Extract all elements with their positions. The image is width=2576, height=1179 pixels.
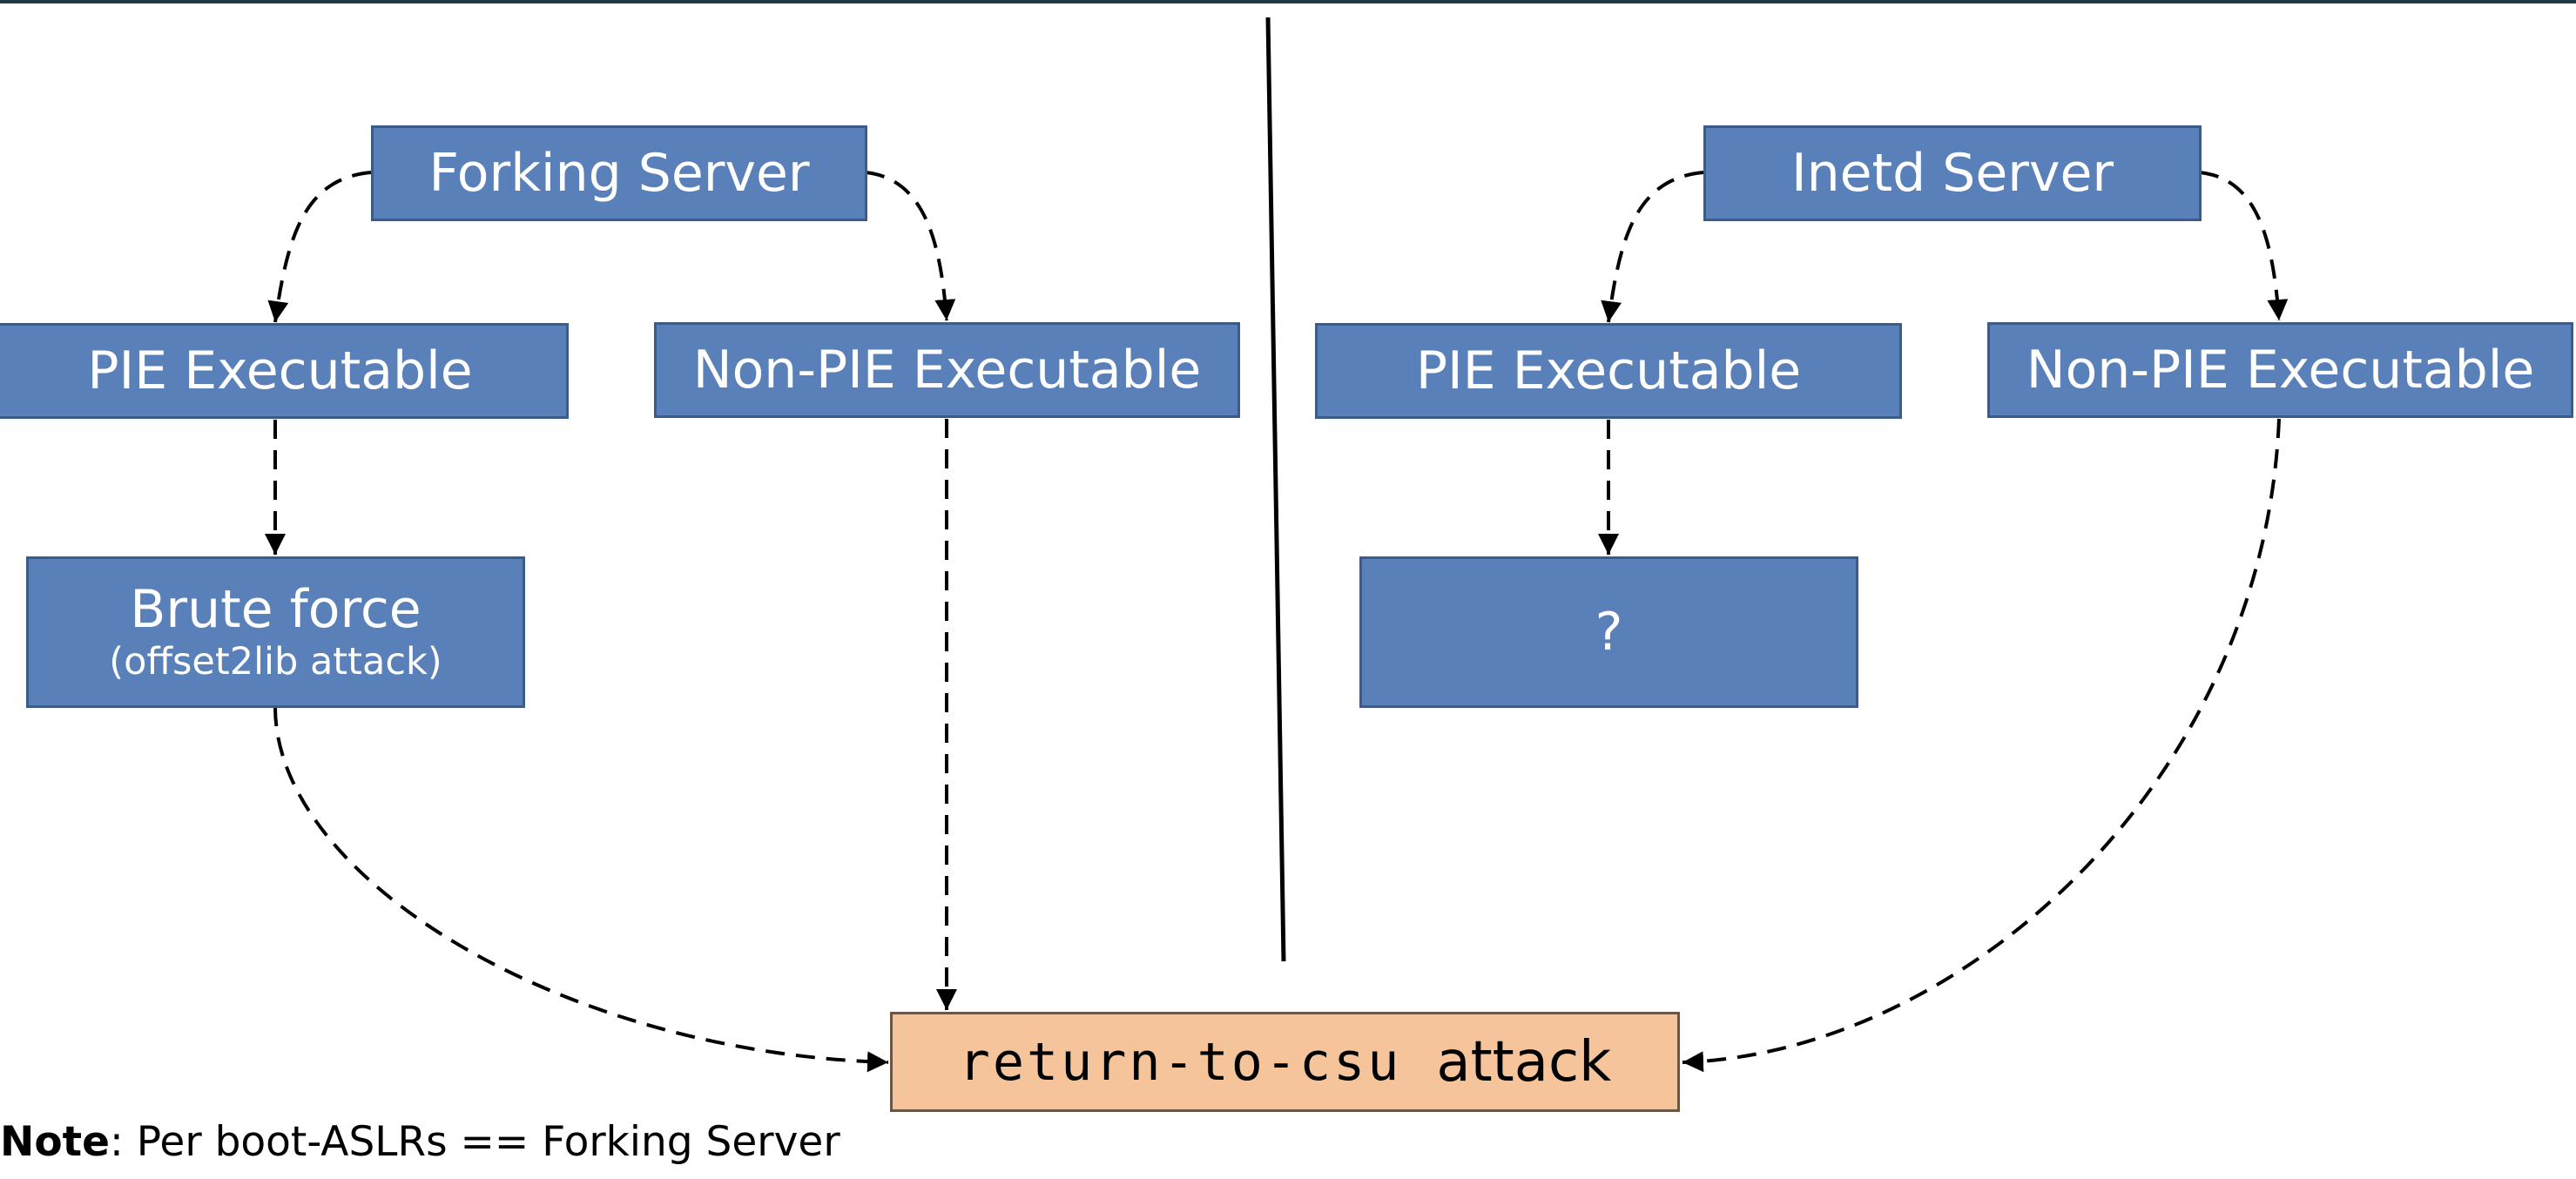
brute-force-sub-label: (offset2lib attack): [109, 640, 442, 684]
left-non-pie-executable-label: Non-PIE Executable: [692, 340, 1202, 401]
arrow-nonpie-to-target-right: [1682, 418, 2281, 1073]
right-pie-executable-box: PIE Executable: [1315, 323, 1902, 419]
inetd-server-box: Inetd Server: [1703, 125, 2202, 221]
right-pie-executable-label: PIE Executable: [1415, 340, 1802, 401]
note-text: : Per boot-ASLRs == Forking Server: [109, 1118, 840, 1166]
right-non-pie-executable-label: Non-PIE Executable: [2026, 340, 2535, 401]
arrow-inetd-to-nonpie: [2199, 171, 2289, 321]
attack-label: attack: [1436, 1029, 1612, 1095]
unknown-box: ?: [1359, 556, 1858, 708]
divider-line: [1265, 17, 1286, 962]
left-pie-executable-label: PIE Executable: [87, 340, 473, 401]
forking-server-box: Forking Server: [371, 125, 867, 221]
inetd-server-label: Inetd Server: [1790, 143, 2114, 204]
unknown-label: ?: [1595, 602, 1623, 663]
left-non-pie-executable-box: Non-PIE Executable: [654, 322, 1240, 418]
arrow-inetd-to-pie: [1601, 171, 1704, 323]
forking-server-label: Forking Server: [428, 143, 810, 204]
arrow-forking-to-nonpie: [865, 171, 956, 321]
right-non-pie-executable-box: Non-PIE Executable: [1987, 322, 2573, 418]
top-rule: [0, 0, 2576, 3]
brute-force-label: Brute force: [130, 579, 421, 641]
arrow-forking-to-pie: [267, 171, 372, 323]
brute-force-box: Brute force (offset2lib attack): [26, 556, 525, 708]
arrow-bruteforce-to-target: [273, 706, 889, 1073]
return-to-csu-code: return-to-csu: [958, 1031, 1402, 1093]
footnote: Note: Per boot-ASLRs == Forking Server: [0, 1118, 840, 1166]
note-label: Note: [0, 1118, 110, 1166]
return-to-csu-attack-box: return-to-csu attack: [890, 1012, 1680, 1112]
left-pie-executable-box: PIE Executable: [0, 323, 569, 419]
